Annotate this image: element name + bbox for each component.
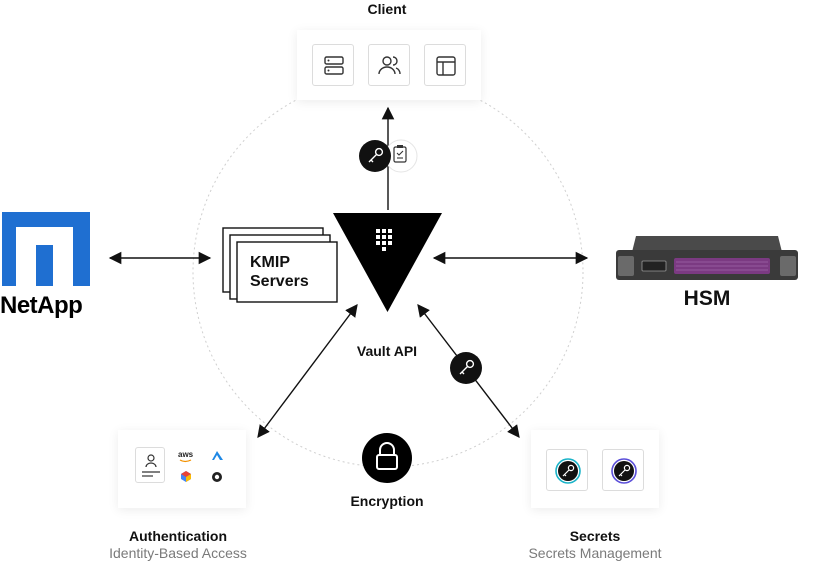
server-icon xyxy=(312,44,354,86)
layout-icon xyxy=(424,44,466,86)
kmip-label-line1: KMIP xyxy=(250,254,290,271)
cloud-providers-icon: aws xyxy=(174,450,234,486)
vault-auth-arrow xyxy=(257,303,358,439)
authentication-title: Authentication xyxy=(129,528,227,544)
kmip-label: KMIP Servers xyxy=(250,253,309,291)
netapp-wordmark: NetApp xyxy=(0,292,83,319)
key-badge-icon xyxy=(546,449,588,491)
client-panel xyxy=(297,30,481,100)
client-key-badge xyxy=(359,139,418,173)
secrets-subtitle: Secrets Management xyxy=(528,545,662,561)
users-icon xyxy=(368,44,410,86)
client-title: Client xyxy=(367,1,407,17)
vault-logo xyxy=(333,213,442,312)
netapp-logo xyxy=(2,212,90,286)
secrets-key-badge xyxy=(450,352,482,384)
key-badge-icon xyxy=(602,449,644,491)
user-id-icon xyxy=(135,447,165,483)
aws-logo: aws xyxy=(178,450,194,459)
authentication-panel: aws xyxy=(118,430,246,508)
encryption-lock xyxy=(362,433,412,483)
hsm-appliance xyxy=(616,236,798,280)
kmip-label-line2: Servers xyxy=(250,273,309,290)
kmip-servers-stack xyxy=(222,227,338,303)
secrets-panel xyxy=(531,430,659,508)
hsm-label: HSM xyxy=(683,287,731,310)
encryption-label: Encryption xyxy=(350,493,424,509)
authentication-subtitle: Identity-Based Access xyxy=(109,545,247,561)
secrets-title: Secrets xyxy=(569,528,621,544)
vault-api-label: Vault API xyxy=(356,343,418,359)
